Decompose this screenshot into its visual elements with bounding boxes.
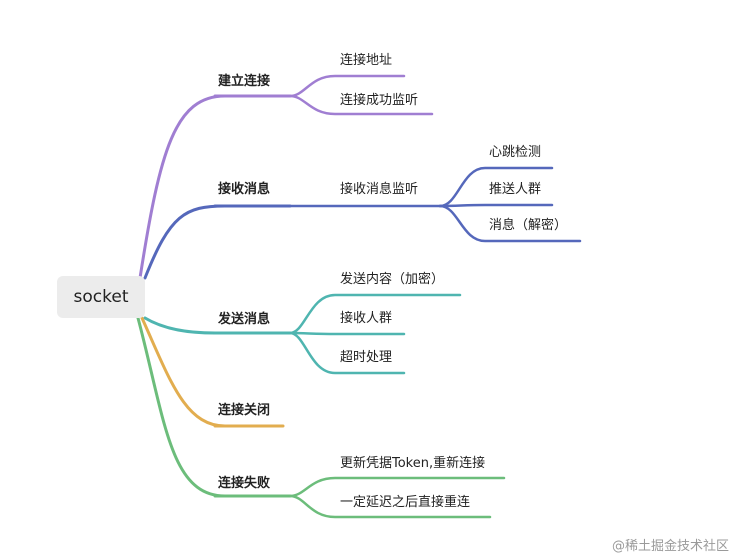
- connector-branch-2-child-1: [288, 331, 406, 336]
- branch-node-build-connection: 建立连接: [218, 74, 271, 89]
- leaf-node-send-content-encrypt: 发送内容（加密）: [340, 272, 445, 287]
- leaf-node-connection-address: 连接地址: [340, 53, 393, 68]
- connector-branch-4-child-0: [288, 476, 506, 498]
- root-node: socket: [57, 276, 145, 318]
- branch-node-connection-close: 连接关闭: [218, 403, 271, 418]
- connector-branch-2-child-0: [288, 293, 462, 335]
- connector-root-branch-4: [136, 316, 227, 498]
- connector-branch-4-child-1: [288, 494, 492, 519]
- branch-node-receive-message: 接收消息: [218, 182, 271, 197]
- leaf-node-heartbeat-check: 心跳检测: [489, 145, 542, 160]
- connector-branch-2-child-2: [288, 331, 406, 375]
- connector-root-branch-2: [143, 316, 217, 335]
- connector-branch-1-grandchild-1: [438, 203, 554, 208]
- leaf-node-connection-success-listener: 连接成功监听: [340, 93, 419, 108]
- sub-node-receive-message-listener: 接收消息监听: [340, 182, 419, 197]
- leaf-node-refresh-token-reconnect: 更新凭据Token,重新连接: [340, 456, 486, 471]
- connector-root-branch-3: [140, 316, 227, 428]
- connector-branch-1-grandchild-0: [438, 166, 554, 208]
- connector-branch-1-grandchild-2: [438, 204, 582, 243]
- branch-node-send-message: 发送消息: [218, 312, 271, 327]
- leaf-node-receiving-audience: 接收人群: [340, 311, 393, 326]
- connector-branch-0-child-1: [288, 94, 434, 116]
- leaf-node-delayed-reconnect: 一定延迟之后直接重连: [340, 495, 471, 510]
- leaf-node-push-audience: 推送人群: [489, 182, 542, 197]
- connector-root-branch-1: [143, 204, 227, 280]
- branch-node-connection-fail: 连接失败: [218, 476, 271, 491]
- root-node-label: socket: [73, 287, 129, 307]
- connector-root-branch-0: [138, 94, 227, 280]
- site-watermark: @稀土掘金技术社区: [611, 539, 729, 554]
- leaf-node-message-decrypt: 消息（解密）: [489, 218, 568, 233]
- leaf-node-timeout-handling: 超时处理: [340, 350, 393, 365]
